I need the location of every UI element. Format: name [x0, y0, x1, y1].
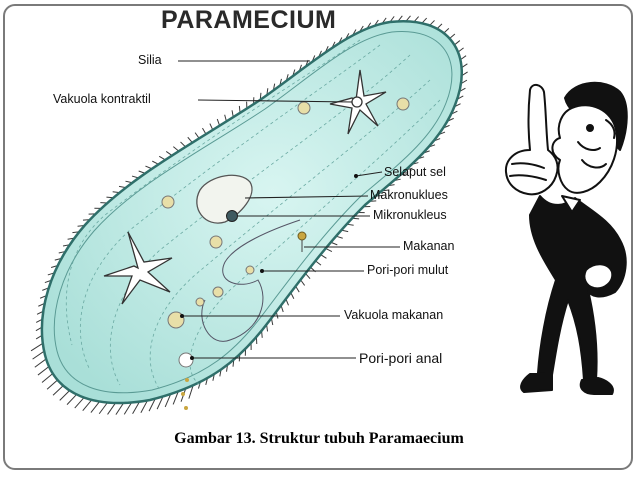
diagram-title: PARAMECIUM: [161, 6, 337, 34]
cilium: [172, 391, 179, 405]
label-selaput-sel: Selaput sel: [384, 165, 446, 179]
cilium: [46, 379, 58, 390]
cilium: [115, 402, 124, 415]
macronucleus: [196, 174, 253, 224]
cilium: [98, 402, 108, 415]
micronucleus: [226, 210, 238, 222]
label-vakuola-kontraktil: Vakuola kontraktil: [53, 92, 151, 106]
label-pori-anal: Pori-pori anal: [359, 350, 443, 366]
cilium: [132, 401, 141, 414]
label-makronuklues: Makronuklues: [370, 188, 448, 202]
cilium: [59, 390, 70, 401]
contractile-vacuole-top: [329, 69, 387, 135]
cell-membrane-inner: [53, 31, 453, 394]
cilium: [32, 350, 45, 360]
slide-frame: [3, 4, 633, 470]
cilium: [156, 396, 164, 410]
cilium: [148, 398, 156, 412]
oral-groove: [201, 219, 301, 342]
cilium: [37, 366, 50, 376]
cilium: [188, 385, 194, 399]
cilium: [107, 402, 116, 415]
cilium: [82, 399, 93, 411]
label-vakuola-makanan: Vakuola makanan: [344, 308, 444, 322]
label-silia: Silia: [138, 53, 162, 67]
leader-lines: [178, 60, 400, 359]
cilium: [90, 401, 100, 413]
cartoon-pointing-man: [504, 81, 628, 395]
cilium: [41, 373, 54, 383]
food-particle: [297, 231, 307, 252]
label-makanan: Makanan: [403, 239, 455, 253]
cilium: [34, 358, 47, 368]
cilium: [74, 397, 85, 409]
cilium: [164, 393, 172, 408]
cilium: [52, 385, 64, 396]
cilium: [30, 342, 44, 352]
cilium: [123, 402, 133, 415]
label-mikronukleus: Mikronukleus: [373, 208, 447, 222]
anal-pore-droplets: [181, 378, 189, 410]
label-pori-mulut: Pori-pori mulut: [367, 263, 449, 277]
cilium: [66, 394, 77, 405]
figure-caption: Gambar 13. Struktur tubuh Paramaecium: [174, 430, 464, 447]
cilium: [140, 400, 148, 414]
contractile-vacuole-bottom: [103, 231, 173, 305]
food-vacuoles: [161, 97, 410, 368]
